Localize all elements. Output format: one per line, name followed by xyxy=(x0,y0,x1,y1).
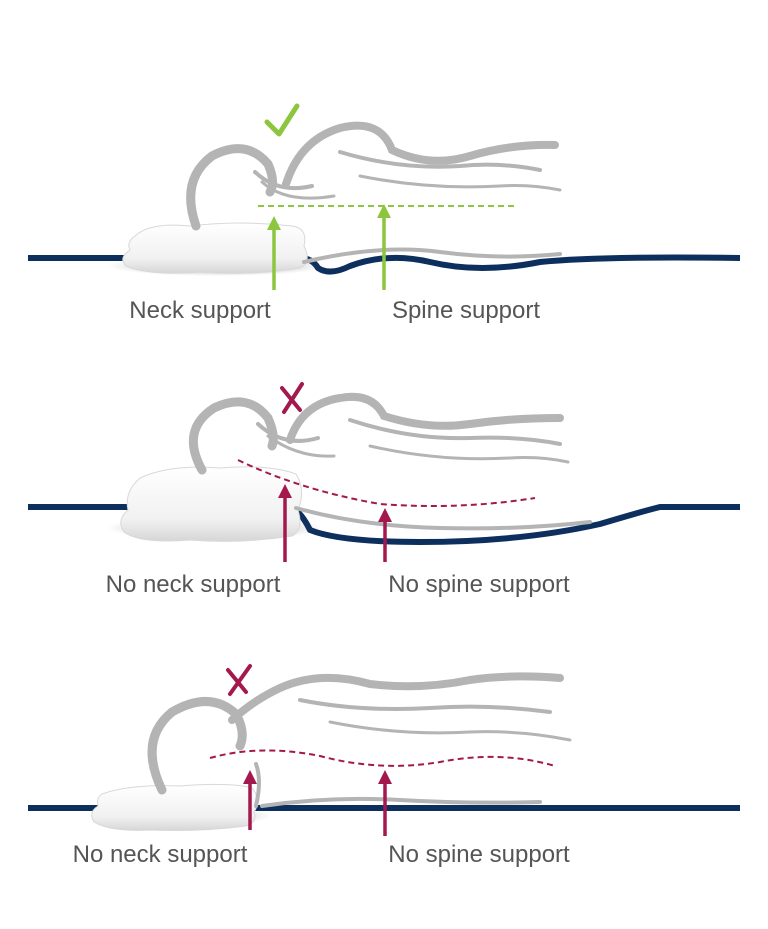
sleeper-figure xyxy=(189,392,592,531)
cross-icon xyxy=(280,382,304,414)
spine-support-label: No spine support xyxy=(388,841,570,868)
sleeper-figure xyxy=(186,121,562,264)
pillow xyxy=(107,466,323,542)
alignment-line xyxy=(209,749,556,767)
pillow xyxy=(88,783,272,831)
panel-high-pillow: No neck support No spine support xyxy=(28,382,740,598)
panel-good-posture: Neck support Spine support xyxy=(28,103,741,324)
cross-icon xyxy=(226,664,252,696)
spine-support-arrow xyxy=(377,204,391,290)
spine-support-arrow xyxy=(378,770,392,836)
check-icon xyxy=(264,103,300,137)
pillow xyxy=(108,222,328,276)
neck-support-label: Neck support xyxy=(129,297,271,324)
panel-low-pillow: No neck support No spine support xyxy=(28,664,740,868)
sleeper-figure xyxy=(147,672,572,808)
neck-support-label: No neck support xyxy=(106,571,281,598)
neck-support-arrow xyxy=(243,770,257,830)
neck-support-arrow xyxy=(278,484,292,562)
alignment-line xyxy=(237,459,536,507)
spine-support-label: No spine support xyxy=(388,571,570,598)
neck-support-label: No neck support xyxy=(73,841,248,868)
spine-support-label: Spine support xyxy=(392,297,540,324)
spine-support-arrow xyxy=(378,508,392,562)
neck-support-arrow xyxy=(267,216,281,290)
